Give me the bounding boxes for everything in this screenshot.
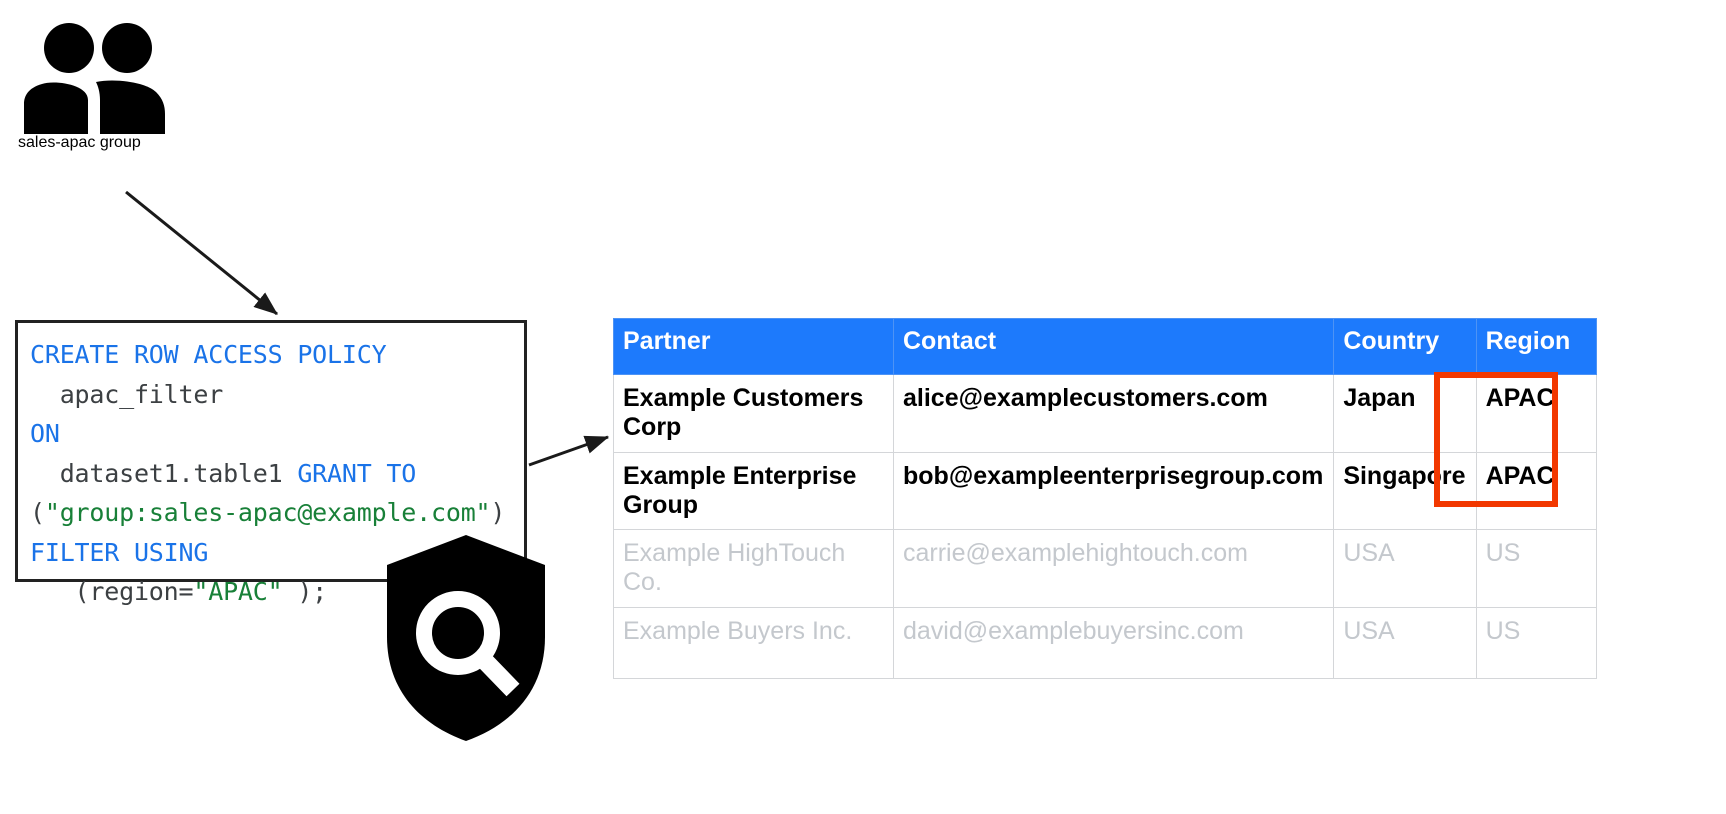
cell-contact: alice@examplecustomers.com [892,374,1335,453]
column-header-region[interactable]: Region [1475,318,1597,375]
cell-country: Japan [1333,374,1477,453]
table-header-row: Partner Contact Country Region [613,318,1597,375]
group-node: sales-apac group [18,22,278,152]
cell-country: USA [1333,606,1477,679]
policy-to-table-arrow [528,435,610,467]
cell-country: USA [1333,529,1477,608]
partners-table: Partner Contact Country Region Example C… [613,318,1597,679]
cell-region: APAC [1475,451,1597,530]
cell-partner: Example Customers Corp [613,374,894,453]
cell-contact: david@examplebuyersinc.com [892,606,1335,679]
cell-contact: bob@exampleenterprisegroup.com [892,451,1335,530]
policy-code-text: CREATE ROW ACCESS POLICY apac_filter ON … [30,340,506,606]
cell-region: US [1475,529,1597,608]
group-to-policy-arrow [125,190,278,316]
group-label: sales-apac group [18,134,141,151]
table-row[interactable]: Example Buyers Inc. david@examplebuyersi… [613,606,1597,679]
cell-contact: carrie@examplehightouch.com [892,529,1335,608]
cell-partner: Example HighTouch Co. [613,529,894,608]
shield-magnifier-icon [387,535,545,741]
cell-region: APAC [1475,374,1597,453]
cell-country: Singapore [1333,451,1477,530]
column-header-contact[interactable]: Contact [892,318,1335,375]
row-access-policy-code-block: CREATE ROW ACCESS POLICY apac_filter ON … [15,320,527,606]
column-header-country[interactable]: Country [1333,318,1477,375]
table-row[interactable]: Example HighTouch Co. carrie@examplehigh… [613,529,1597,608]
cell-region: US [1475,606,1597,679]
cell-partner: Example Buyers Inc. [613,606,894,679]
cell-partner: Example Enterprise Group [613,451,894,530]
table-row[interactable]: Example Customers Corp alice@examplecust… [613,374,1597,453]
table-row[interactable]: Example Enterprise Group bob@exampleente… [613,451,1597,530]
people-group-icon [24,23,165,134]
column-header-partner[interactable]: Partner [613,318,894,375]
